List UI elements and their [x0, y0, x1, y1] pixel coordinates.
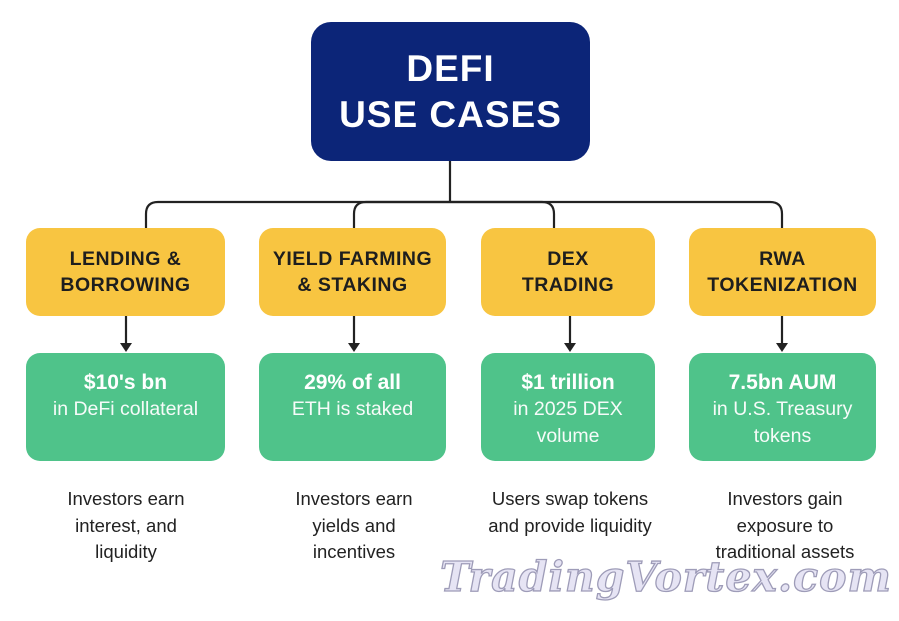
description-line: and provide liquidity: [488, 514, 652, 536]
category-label: LENDING &: [69, 248, 182, 270]
description-line: traditional assets: [715, 541, 855, 562]
description-line: exposure to: [736, 514, 834, 536]
category-label: RWA: [759, 248, 806, 270]
category-label: BORROWING: [60, 274, 191, 296]
stat-detail: tokens: [753, 425, 812, 447]
category-yield-farming-staking: YIELD FARMING & STAKING: [259, 228, 446, 316]
stat-rwa-tokenization: 7.5bn AUM in U.S. Treasury tokens: [689, 353, 876, 461]
stat-value: 29% of all: [304, 371, 401, 394]
description-line: liquidity: [95, 541, 157, 562]
description-line: yields and: [312, 514, 396, 536]
stat-detail: ETH is staked: [291, 398, 414, 420]
category-label: DEX: [547, 248, 589, 270]
description-line: Investors gain: [727, 488, 843, 509]
description-lending-borrowing: Investors earn interest, and liquidity: [16, 486, 236, 566]
root-title-line2: USE CASES: [339, 93, 562, 135]
category-label: YIELD FARMING: [272, 248, 433, 270]
description-line: Investors earn: [67, 488, 185, 509]
category-label: TRADING: [521, 274, 615, 296]
category-label: & STAKING: [297, 274, 408, 296]
stat-yield-farming-staking: 29% of all ETH is staked: [259, 353, 446, 461]
description-line: Users swap tokens: [491, 488, 649, 509]
category-label: TOKENIZATION: [707, 274, 858, 296]
category-rwa-tokenization: RWA TOKENIZATION: [689, 228, 876, 316]
description-yield-farming-staking: Investors earn yields and incentives: [244, 486, 464, 566]
description-rwa-tokenization: Investors gain exposure to traditional a…: [680, 486, 890, 566]
category-lending-borrowing: LENDING & BORROWING: [26, 228, 225, 316]
stat-detail: in U.S. Treasury: [712, 398, 853, 420]
description-dex-trading: Users swap tokens and provide liquidity: [464, 486, 676, 539]
stat-value: $1 trillion: [521, 371, 615, 394]
description-line: Investors earn: [295, 488, 413, 509]
stat-detail: in 2025 DEX: [513, 398, 623, 420]
stat-detail: volume: [536, 425, 600, 447]
stat-lending-borrowing: $10's bn in DeFi collateral: [26, 353, 225, 461]
category-dex-trading: DEX TRADING: [481, 228, 655, 316]
root-title-line1: DEFI: [406, 47, 495, 89]
stat-detail: in DeFi collateral: [52, 398, 199, 420]
watermark-logo: TradingVortex.com: [439, 552, 892, 601]
stat-value: $10's bn: [83, 371, 168, 394]
description-line: interest, and: [75, 514, 177, 536]
root-node-defi-use-cases: DEFI USE CASES: [311, 22, 590, 161]
stat-value: 7.5bn AUM: [728, 371, 837, 394]
stat-dex-trading: $1 trillion in 2025 DEX volume: [481, 353, 655, 461]
description-line: incentives: [312, 541, 396, 562]
